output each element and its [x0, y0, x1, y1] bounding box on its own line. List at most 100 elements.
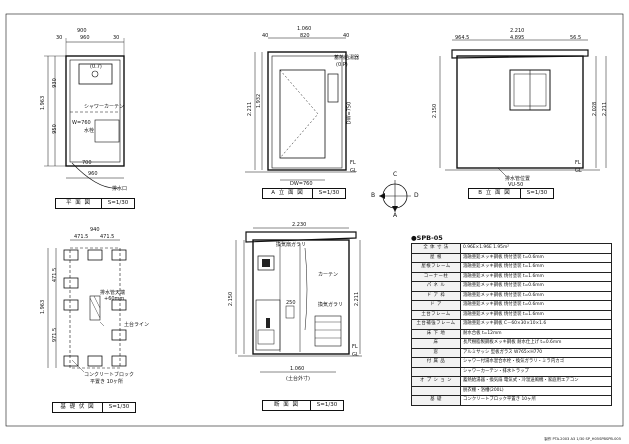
- foundation-drawing: [47, 239, 127, 373]
- compass-d: D: [414, 192, 419, 199]
- section-label: 換気ガラリ: [318, 302, 344, 308]
- foundation-title: 基 礎 伏 図: [53, 403, 103, 412]
- spec-key: 床: [411, 338, 461, 349]
- front-b-title: B 立 面 図: [469, 189, 521, 198]
- foundation-scale: S=1/30: [108, 404, 130, 410]
- front-a-dim-top: 820: [300, 33, 310, 39]
- spec-value: 溶融亜鉛メッキ鋼板 C－60×30×10×1.6: [460, 319, 612, 330]
- front-a-label: 蓄熱給湯器: [334, 55, 360, 61]
- spec-key: 全 体 寸 法: [411, 243, 461, 254]
- front-a-label: FL: [350, 160, 356, 166]
- front-a-dim-left: 1.932: [256, 93, 263, 109]
- spec-row: ド ア 枠溶融亜鉛メッキ鋼板 焼付塗装 t=0.6mm: [411, 290, 612, 301]
- spec-row: 屋根フレーム溶融亜鉛メッキ鋼板 焼付塗装 t=1.6mm: [411, 262, 612, 273]
- plan-label: シャワーカーテン: [84, 104, 125, 110]
- foundation-title-box: 基 礎 伏 図 S=1/30: [52, 402, 136, 413]
- section-label: 250: [286, 300, 296, 306]
- spec-key: コーナー柱: [411, 271, 461, 282]
- plan-scale: S=1/30: [107, 200, 129, 206]
- spec-key: 窓: [411, 347, 461, 358]
- front-b-drawing: [439, 39, 607, 177]
- front-b-dim-left: 2.150: [432, 103, 439, 119]
- foundation-dim-top: 940: [90, 227, 100, 233]
- spec-key: [411, 385, 461, 396]
- foundation-label: 平置き 10ヶ所: [90, 379, 123, 385]
- front-a-dim-top: 40: [343, 33, 350, 39]
- foundation-dim-left: 471.5: [52, 267, 59, 283]
- section-dim-left: 2.150: [228, 291, 235, 307]
- front-a-label: (0.P): [336, 62, 348, 68]
- front-a-title: A 立 面 図: [263, 189, 313, 198]
- spec-value: 溶融亜鉛メッキ鋼板 焼付塗装 t=1.6mm: [460, 271, 612, 282]
- front-a-label: GL: [350, 168, 357, 174]
- front-b-label: VU-50: [508, 182, 524, 188]
- spec-row: パ ネ ル溶融亜鉛メッキ鋼板 焼付塗装 t=0.6mm: [411, 281, 612, 292]
- spec-value: 溶融亜鉛メッキ鋼板 焼付塗装 t=0.6mm: [460, 252, 612, 263]
- section-dim-bottom: 1.060: [290, 366, 305, 372]
- spec-key: 土台フレーム: [411, 309, 461, 320]
- plan-dim-top: 30: [56, 35, 63, 41]
- spec-row: 脱衣棚・浴槽(200L): [411, 385, 612, 396]
- front-b-label: 排水管位置: [505, 176, 531, 182]
- front-a-dim-top: 40: [262, 33, 269, 39]
- foundation-dim-left: 1.963: [40, 299, 47, 315]
- spec-row: コーナー柱溶融亜鉛メッキ鋼板 焼付塗装 t=1.6mm: [411, 271, 612, 282]
- front-b-dim-top: 56.5: [570, 35, 582, 41]
- plan-dim-top: 30: [113, 35, 120, 41]
- plan-label: 排水口: [112, 186, 128, 192]
- foundation-dim-left: 971.5: [52, 327, 59, 343]
- spec-value: コンクリートブロック平置き 10ヶ所: [460, 395, 612, 406]
- front-a-dim-top: 1.060: [297, 26, 312, 32]
- spec-row: 窓アルミサッシ 型板ガラス W765×H770: [411, 347, 612, 358]
- plan-dim-left: 930: [51, 78, 58, 88]
- front-a-title-box: A 立 面 図 S=1/30: [262, 188, 346, 199]
- spec-row: シャワーカーテン・排水トラップ: [411, 366, 612, 377]
- compass-c: C: [393, 171, 398, 178]
- plan-title-box: 平 面 図 S=1/30: [55, 198, 135, 209]
- spec-value: 溶融亜鉛メッキ鋼板 焼付塗装 t=0.6mm: [460, 300, 612, 311]
- front-b-dim-left: 2.211: [602, 101, 609, 117]
- spec-row: 屋 根溶融亜鉛メッキ鋼板 焼付塗装 t=0.6mm: [411, 252, 612, 263]
- plan-dim-bottom: 960: [88, 171, 98, 177]
- foundation-label: 排水管天端: [100, 290, 126, 296]
- plan-label: W=760: [72, 120, 91, 126]
- foundation-dim-top: 471.5: [100, 234, 115, 240]
- front-b-scale: S=1/30: [526, 190, 548, 196]
- spec-row: 基 礎コンクリートブロック平置き 10ヶ所: [411, 395, 612, 406]
- foundation-label: +60mm: [104, 296, 125, 302]
- section-drawing: [235, 227, 362, 373]
- spec-value: シャワー付湯水混合水栓・換気ガラリ・ミラ内カゴ: [460, 357, 612, 368]
- front-b-label: GL: [575, 168, 582, 174]
- spec-key: [411, 366, 461, 377]
- spec-key: オ プ シ ョ ン: [411, 376, 461, 387]
- plan-dim-top: 960: [80, 35, 90, 41]
- section-scale: S=1/30: [316, 402, 338, 408]
- front-a-dim-left: 2.211: [247, 101, 254, 117]
- spec-key: 付 属 品: [411, 357, 461, 368]
- section-label: 換気扇ガラリ: [276, 242, 307, 248]
- compass-a: A: [393, 212, 398, 219]
- spec-row: 床 下 地耐水合板 t=12mm: [411, 328, 612, 339]
- plan-label: (0.7): [90, 64, 102, 70]
- spec-value: 溶融亜鉛メッキ鋼板 焼付塗装 t=0.6mm: [460, 281, 612, 292]
- spec-key: 基 礎: [411, 395, 461, 406]
- plan-title: 平 面 図: [56, 199, 102, 208]
- plan-dim-left: 950: [51, 124, 58, 134]
- spec-row: 土台フレーム溶融亜鉛メッキ鋼板 焼付塗装 t=1.6mm: [411, 309, 612, 320]
- spec-value: 0.96E×1.96E 1.95m²: [460, 243, 612, 254]
- spec-row: 床長尺樹脂製鋼板メッキ鋼板 耐水仕上げ t=0.6mm: [411, 338, 612, 349]
- spec-key: 屋 根: [411, 252, 461, 263]
- spec-value: 脱衣棚・浴槽(200L): [460, 385, 612, 396]
- foundation-dim-top: 471.5: [74, 234, 89, 240]
- front-b-dim-top: 2.210: [510, 28, 525, 34]
- spec-key: 屋根フレーム: [411, 262, 461, 273]
- foundation-label: コンクリートブロック: [84, 372, 135, 378]
- spec-row: 土台補強フレーム溶融亜鉛メッキ鋼板 C－60×30×10×1.6: [411, 319, 612, 330]
- front-b-title-box: B 立 面 図 S=1/30: [468, 188, 554, 199]
- section-dim-top: 2.230: [292, 222, 307, 228]
- spec-value: 耐水合板 t=12mm: [460, 328, 612, 339]
